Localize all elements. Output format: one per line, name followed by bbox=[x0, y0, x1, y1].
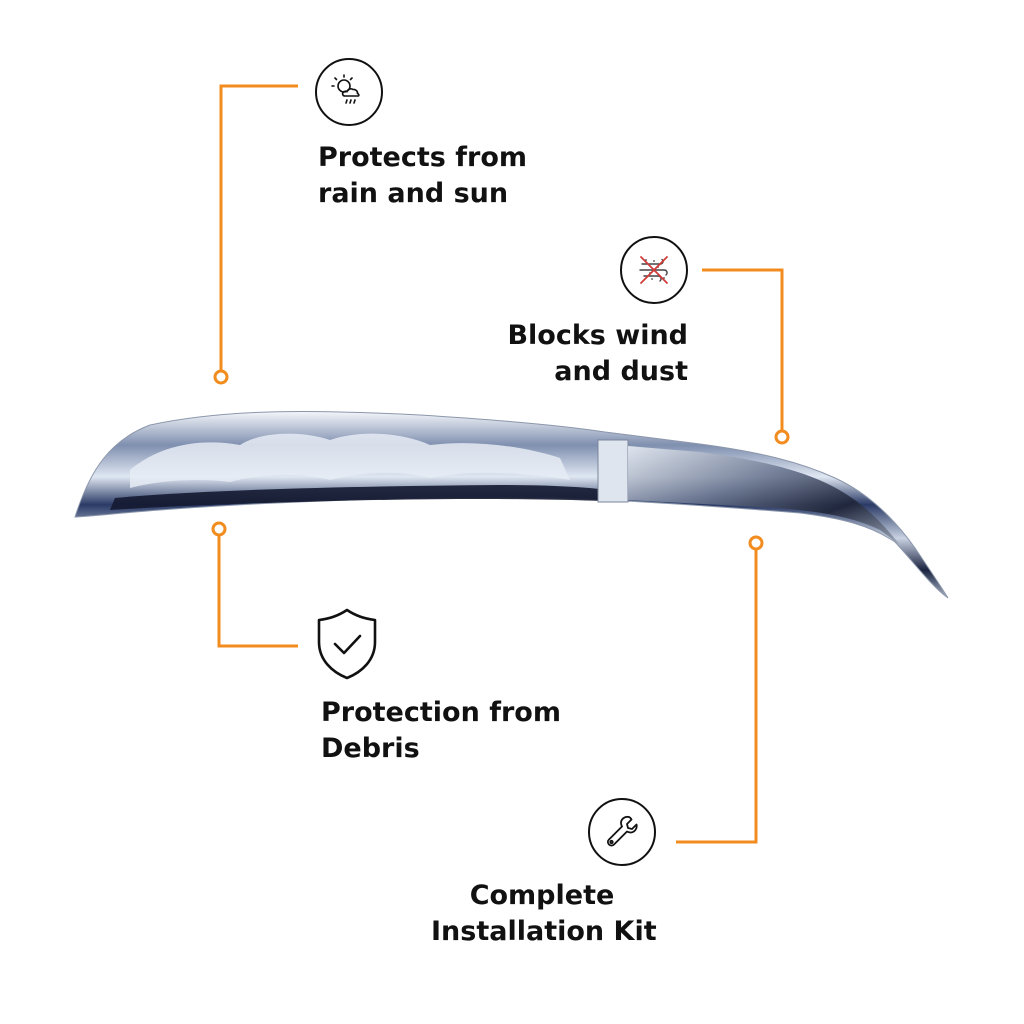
visor-shadow-edge bbox=[110, 485, 620, 510]
callout-dots bbox=[211, 369, 790, 551]
shield-check-icon bbox=[314, 606, 380, 682]
wind-deflector-product-image bbox=[74, 410, 949, 599]
callout-line-install-kit bbox=[676, 543, 758, 844]
callout-dot-install-kit bbox=[748, 535, 764, 551]
callout-dot-debris bbox=[211, 521, 227, 537]
feature-debris-line2: Debris bbox=[321, 733, 420, 764]
feature-rain-sun-line2: rain and sun bbox=[318, 178, 509, 209]
callout-line-rain-sun bbox=[219, 84, 298, 376]
callout-line-debris bbox=[217, 530, 298, 648]
visor-right-section bbox=[628, 446, 900, 545]
feature-install-kit-line2: Installation Kit bbox=[431, 916, 657, 947]
wrench-icon bbox=[588, 798, 656, 866]
visor-reflection bbox=[130, 433, 570, 488]
feature-label-debris: Protection from Debris bbox=[321, 695, 561, 767]
feature-label-wind-dust: Blocks wind and dust bbox=[507, 318, 688, 390]
feature-install-kit-line1: Complete bbox=[469, 880, 615, 911]
feature-wind-dust-line2: and dust bbox=[554, 356, 688, 387]
feature-wind-dust-line1: Blocks wind bbox=[507, 320, 688, 351]
feature-debris-line1: Protection from bbox=[321, 697, 561, 728]
visor-center-joint bbox=[597, 439, 629, 503]
feature-label-rain-sun: Protects from rain and sun bbox=[318, 140, 527, 212]
callout-dot-wind-dust bbox=[774, 429, 790, 445]
sun-rain-cloud-icon bbox=[315, 58, 383, 126]
feature-label-install-kit: Complete Installation Kit bbox=[431, 878, 657, 950]
no-wind-dust-icon bbox=[620, 236, 688, 304]
callout-line-wind-dust bbox=[702, 268, 784, 436]
callout-dot-rain-sun bbox=[213, 369, 229, 385]
callout-lines bbox=[217, 84, 784, 844]
feature-rain-sun-line1: Protects from bbox=[318, 142, 527, 173]
